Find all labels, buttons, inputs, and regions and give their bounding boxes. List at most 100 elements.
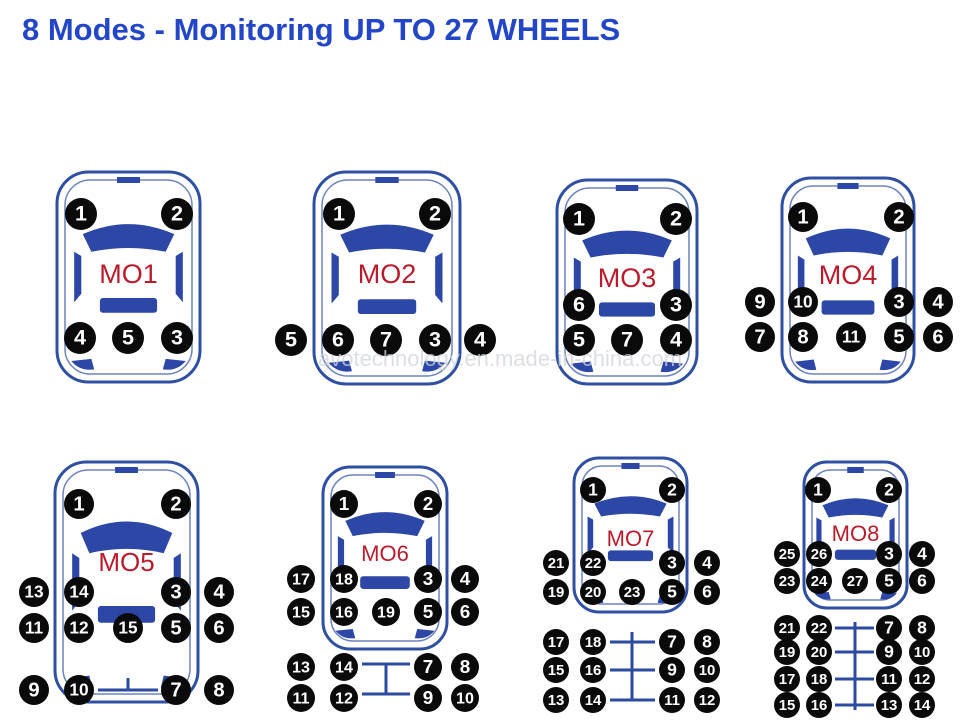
tire-number: 5 <box>285 327 297 352</box>
tire-number: 9 <box>667 660 677 680</box>
tire-number: 7 <box>667 632 677 652</box>
tire-number: 14 <box>69 582 89 602</box>
tire-12: 12 <box>64 613 94 643</box>
tire-1: 1 <box>805 477 831 503</box>
tire-5: 5 <box>275 324 307 356</box>
tire-5: 5 <box>414 598 442 626</box>
tire-8: 8 <box>451 653 479 681</box>
tire-10: 10 <box>788 287 818 317</box>
tire-3: 3 <box>161 322 193 354</box>
car-grille <box>115 467 138 473</box>
tire-number: 3 <box>670 292 682 317</box>
tire-number: 13 <box>548 692 565 709</box>
tire-12: 12 <box>694 687 720 713</box>
tire-number: 4 <box>932 291 944 313</box>
car-side-window-left <box>588 517 594 554</box>
tire-number: 18 <box>335 570 353 588</box>
car-rear-window <box>100 298 157 313</box>
tire-18: 18 <box>580 629 606 655</box>
tire-number: 15 <box>779 697 796 714</box>
tire-6: 6 <box>451 598 479 626</box>
tire-7: 7 <box>659 629 685 655</box>
tire-number: 9 <box>884 642 894 662</box>
tire-number: 1 <box>588 480 598 500</box>
tire-13: 13 <box>876 692 902 718</box>
mode-mo1: MO112453 <box>57 172 200 382</box>
tire-number: 2 <box>423 494 434 515</box>
tire-25: 25 <box>774 541 800 567</box>
tire-number: 6 <box>702 582 712 602</box>
tire-17: 17 <box>774 666 800 692</box>
tire-15: 15 <box>543 657 569 683</box>
tire-24: 24 <box>806 568 832 594</box>
car-grille <box>117 177 140 183</box>
mode-label: MO8 <box>832 521 880 546</box>
tire-number: 2 <box>884 480 894 500</box>
tire-number: 8 <box>213 679 224 701</box>
tire-number: 9 <box>754 291 765 313</box>
car-grille <box>616 185 638 191</box>
tire-number: 16 <box>585 662 602 679</box>
tire-2: 2 <box>660 203 692 235</box>
tire-10: 10 <box>451 684 479 712</box>
mode-label: MO6 <box>361 541 409 566</box>
tire-2: 2 <box>161 489 191 519</box>
tire-number: 10 <box>793 292 812 312</box>
tire-number: 1 <box>75 201 87 226</box>
tire-number: 12 <box>69 618 88 638</box>
tire-number: 6 <box>213 617 224 639</box>
tire-number: 20 <box>585 584 602 601</box>
tire-number: 1 <box>73 493 84 515</box>
tire-13: 13 <box>543 687 569 713</box>
tire-number: 7 <box>423 657 434 678</box>
tire-20: 20 <box>580 579 606 605</box>
tire-number: 6 <box>460 602 471 623</box>
tire-number: 17 <box>292 570 310 588</box>
tire-9: 9 <box>414 684 442 712</box>
tire-number: 5 <box>122 325 134 350</box>
tire-3: 3 <box>659 550 685 576</box>
tire-1: 1 <box>788 202 818 232</box>
tire-9: 9 <box>876 639 902 665</box>
tire-number: 17 <box>548 634 565 651</box>
car-side-window-right <box>668 517 674 554</box>
tire-number: 19 <box>779 644 796 661</box>
tire-number: 10 <box>456 689 474 707</box>
tire-16: 16 <box>806 692 832 718</box>
tire-number: 12 <box>335 689 353 707</box>
tire-number: 5 <box>893 326 904 348</box>
tire-number: 11 <box>25 618 44 638</box>
tire-10: 10 <box>64 675 94 705</box>
tire-number: 17 <box>779 671 796 688</box>
tire-4: 4 <box>451 565 479 593</box>
tire-17: 17 <box>543 629 569 655</box>
car-rear-window <box>599 302 655 316</box>
car-rear-window <box>822 300 875 314</box>
tire-11: 11 <box>287 684 315 712</box>
tire-2: 2 <box>876 477 902 503</box>
tire-number: 6 <box>573 292 585 317</box>
tire-14: 14 <box>330 653 358 681</box>
tire-6: 6 <box>563 289 595 321</box>
mode-mo6: MO612171834151619561314781112910 <box>287 467 479 712</box>
car-rear-window <box>358 299 416 314</box>
car-grille <box>621 463 639 469</box>
car-side-window-left <box>74 252 81 302</box>
tire-9: 9 <box>659 657 685 683</box>
tire-11: 11 <box>836 322 866 352</box>
tire-number: 16 <box>335 603 353 621</box>
tire-3: 3 <box>660 289 692 321</box>
tire-number: 6 <box>932 326 943 348</box>
mode-label: MO5 <box>98 547 154 577</box>
tire-number: 22 <box>585 555 602 572</box>
tire-number: 1 <box>573 206 585 231</box>
tire-number: 4 <box>702 553 712 573</box>
tire-number: 12 <box>914 671 931 688</box>
tire-23: 23 <box>619 579 645 605</box>
tire-4: 4 <box>204 577 234 607</box>
tire-13: 13 <box>19 577 49 607</box>
tire-number: 1 <box>797 206 808 228</box>
tire-1: 1 <box>323 198 355 230</box>
tire-number: 22 <box>811 620 828 637</box>
tire-13: 13 <box>287 653 315 681</box>
